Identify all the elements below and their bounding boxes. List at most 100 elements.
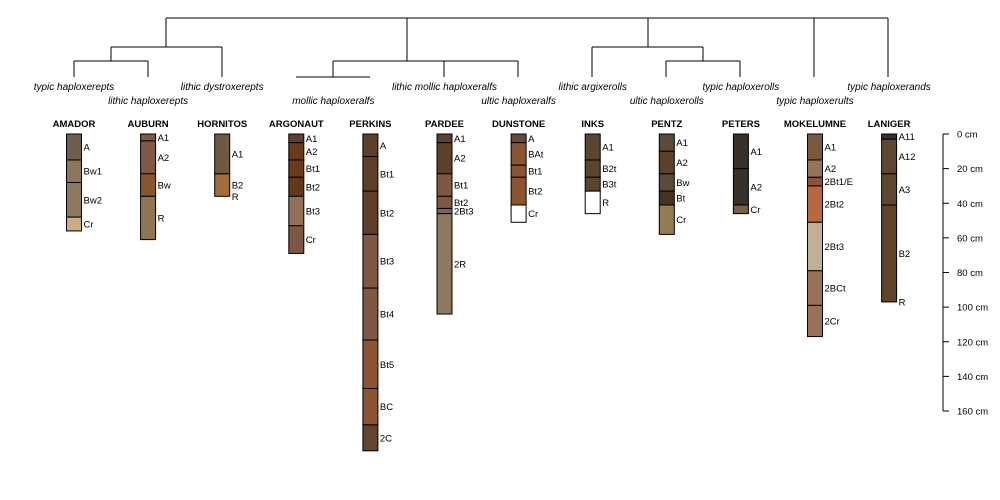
- horizon-label: Bw1: [84, 167, 102, 178]
- horizon: [510, 164, 527, 178]
- horizon-label: A2: [750, 182, 762, 193]
- axis-tick-label: 160 cm: [957, 407, 988, 418]
- horizon-label: A1: [750, 147, 762, 158]
- horizon-label: A3: [899, 185, 911, 196]
- horizon-label: A: [84, 142, 91, 153]
- profile-name: INKS: [581, 119, 604, 130]
- horizon: [436, 195, 453, 209]
- horizon-label: A11: [899, 132, 915, 143]
- dendrogram: [73, 17, 889, 78]
- horizon: [66, 181, 82, 218]
- axis-tick-label: 60 cm: [957, 233, 983, 244]
- horizon-label: Cr: [84, 220, 94, 231]
- horizon-label: Bw: [158, 181, 171, 192]
- horizon-label: Cr: [528, 209, 538, 220]
- taxonomy-label: typic haploxerolls: [703, 82, 780, 93]
- horizon-label: A: [528, 134, 535, 145]
- horizon: [658, 133, 675, 152]
- profile-name: AMADOR: [53, 119, 96, 130]
- profile-name: PENTZ: [651, 119, 682, 130]
- horizon-label: R: [899, 297, 906, 308]
- horizon: [288, 225, 305, 254]
- horizon: [807, 270, 823, 306]
- horizon-label: B2t: [602, 164, 617, 175]
- horizon: [436, 133, 453, 144]
- horizon-label: Bw: [676, 178, 689, 189]
- horizon-label: 2BCt: [825, 284, 846, 295]
- horizon: [140, 140, 157, 175]
- axis-tick-label: 40 cm: [957, 199, 983, 210]
- horizon-label: Bw2: [84, 195, 102, 206]
- horizon: [362, 387, 379, 426]
- axis-tick-label: 140 cm: [957, 372, 988, 383]
- profile-name: AUBURN: [128, 119, 169, 130]
- horizon: [658, 190, 675, 206]
- horizon: [658, 150, 675, 175]
- horizon-label: B2: [899, 249, 911, 260]
- horizon: [881, 138, 898, 175]
- horizon-label: 2C: [380, 433, 392, 444]
- horizon-label: A2: [825, 164, 837, 175]
- horizon-label: A1: [158, 133, 170, 144]
- horizon-label: Bt1: [306, 164, 320, 175]
- horizon-label: A1: [232, 149, 244, 160]
- horizon: [584, 133, 601, 161]
- horizon: [658, 204, 675, 235]
- horizon: [66, 216, 82, 232]
- horizon-label: 2R: [454, 259, 466, 270]
- taxonomy-label: mollic haploxeralfs: [292, 96, 374, 107]
- horizon-label: A1: [306, 134, 318, 145]
- horizon-label: 2Bt1/E: [825, 177, 854, 188]
- taxonomy-label: lithic mollic haploxeralfs: [392, 82, 497, 93]
- horizon-label: B3t: [602, 180, 617, 191]
- horizon-label: BC: [380, 402, 393, 413]
- axis-tick-label: 100 cm: [957, 303, 988, 314]
- horizon: [436, 207, 453, 215]
- profile-name: LANIGER: [868, 119, 911, 130]
- horizon: [510, 133, 527, 144]
- horizon: [584, 176, 601, 192]
- horizon-label: Bt5: [380, 360, 394, 371]
- horizon: [214, 133, 231, 175]
- horizon-label: Bt2: [380, 208, 394, 219]
- taxonomy-label: lithic argixerolls: [559, 82, 627, 93]
- horizon: [881, 133, 898, 140]
- horizon-label: R: [602, 198, 609, 209]
- horizon: [807, 221, 823, 272]
- taxonomy-label: lithic haploxerepts: [108, 96, 188, 107]
- horizon-label: Bt1: [528, 167, 542, 178]
- horizon: [807, 133, 823, 161]
- profiles: AMADORABw1Bw2CrAUBURNA1A2BwRHORNITOSA1B2…: [53, 119, 916, 452]
- horizon-label: 2Bt3: [825, 242, 845, 253]
- horizon-label: Cr: [750, 205, 760, 216]
- profile-name: PERKINS: [349, 119, 391, 130]
- horizon-label: B2: [232, 181, 244, 192]
- taxonomy-label: ultic haploxerolls: [630, 96, 704, 107]
- horizon-label: Bt2: [528, 187, 542, 198]
- profile-name: PETERS: [722, 119, 760, 130]
- horizon: [214, 173, 231, 197]
- horizon-label: R: [158, 213, 165, 224]
- horizon: [881, 204, 898, 303]
- taxonomy-label: typic haploxerults: [776, 96, 853, 107]
- horizon: [732, 204, 749, 215]
- horizon: [510, 204, 527, 223]
- horizon-label: Bt1: [380, 169, 394, 180]
- horizon-label: A2: [676, 158, 688, 169]
- horizon-label: 2Cr: [825, 316, 840, 327]
- axis-tick-label: 0 cm: [957, 130, 978, 141]
- horizon: [288, 176, 305, 197]
- horizon-label: Cr: [306, 235, 316, 246]
- horizon-label: A: [380, 141, 387, 152]
